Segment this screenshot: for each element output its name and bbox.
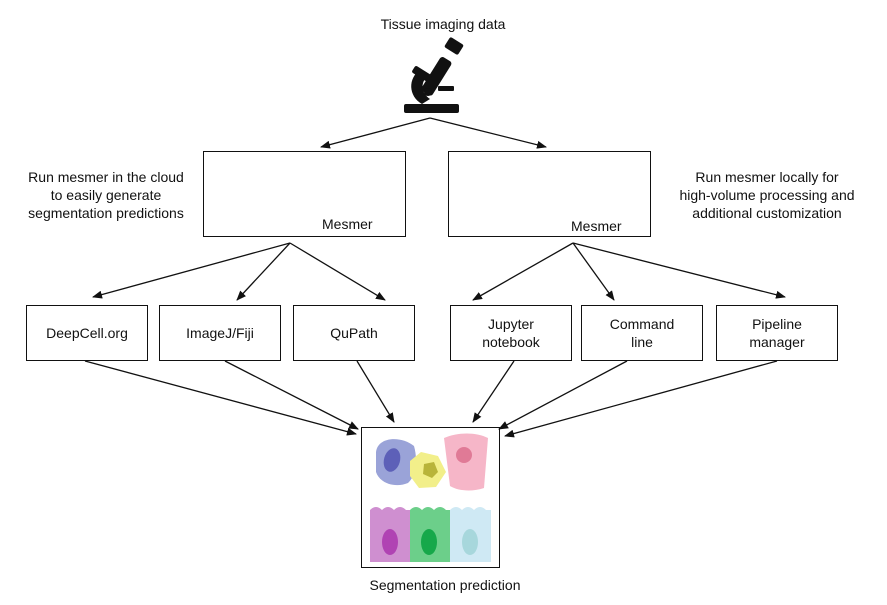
tool-label: Command line bbox=[609, 316, 675, 350]
microscope-icon bbox=[404, 37, 464, 113]
nucleus-yellow bbox=[423, 462, 438, 478]
local-description-line: high-volume processing and bbox=[679, 187, 855, 203]
local-description: Run mesmer locally for high-volume proce… bbox=[667, 168, 867, 222]
tool-label: QuPath bbox=[330, 325, 378, 341]
tool-label: ImageJ/Fiji bbox=[186, 325, 254, 341]
tool-box-imagej: ImageJ/Fiji bbox=[159, 305, 281, 361]
tool-label: Jupyter notebook bbox=[482, 316, 540, 350]
tool-box-pipeline: Pipeline manager bbox=[716, 305, 838, 361]
cloud-description-line: segmentation predictions bbox=[28, 205, 184, 221]
bottom-label: Segmentation prediction bbox=[369, 577, 521, 593]
local-panel: Mesmer bbox=[448, 151, 651, 237]
cloud-panel-label: Mesmer bbox=[322, 216, 373, 232]
tool-label: DeepCell.org bbox=[46, 325, 128, 341]
arrows-bottom bbox=[84, 360, 778, 438]
segmentation-cells bbox=[370, 433, 491, 562]
nucleus-green bbox=[421, 529, 437, 555]
local-panel-label: Mesmer bbox=[571, 218, 622, 234]
cloud-description-line: to easily generate bbox=[50, 187, 162, 203]
local-description-line: additional customization bbox=[692, 205, 842, 221]
nucleus-lightblue bbox=[462, 529, 478, 555]
tool-box-deepcell: DeepCell.org bbox=[26, 305, 148, 361]
tool-label: Pipeline manager bbox=[749, 316, 805, 350]
cloud-panel: Mesmer bbox=[203, 151, 406, 237]
prediction-panel bbox=[361, 427, 500, 568]
arrows-top bbox=[320, 117, 547, 149]
cloud-description-line: Run mesmer in the cloud bbox=[28, 169, 184, 185]
cloud-description: Run mesmer in the cloud to easily genera… bbox=[6, 168, 206, 222]
tool-box-qupath: QuPath bbox=[293, 305, 415, 361]
nucleus-blue bbox=[383, 448, 401, 472]
tool-box-jupyter: Jupyter notebook bbox=[450, 305, 572, 361]
arrows-middle bbox=[92, 242, 786, 301]
top-label: Tissue imaging data bbox=[380, 16, 506, 32]
nucleus-pink bbox=[456, 447, 472, 463]
local-description-line: Run mesmer locally for bbox=[695, 169, 839, 185]
tool-box-command-line: Command line bbox=[581, 305, 703, 361]
nucleus-purple bbox=[382, 529, 398, 555]
